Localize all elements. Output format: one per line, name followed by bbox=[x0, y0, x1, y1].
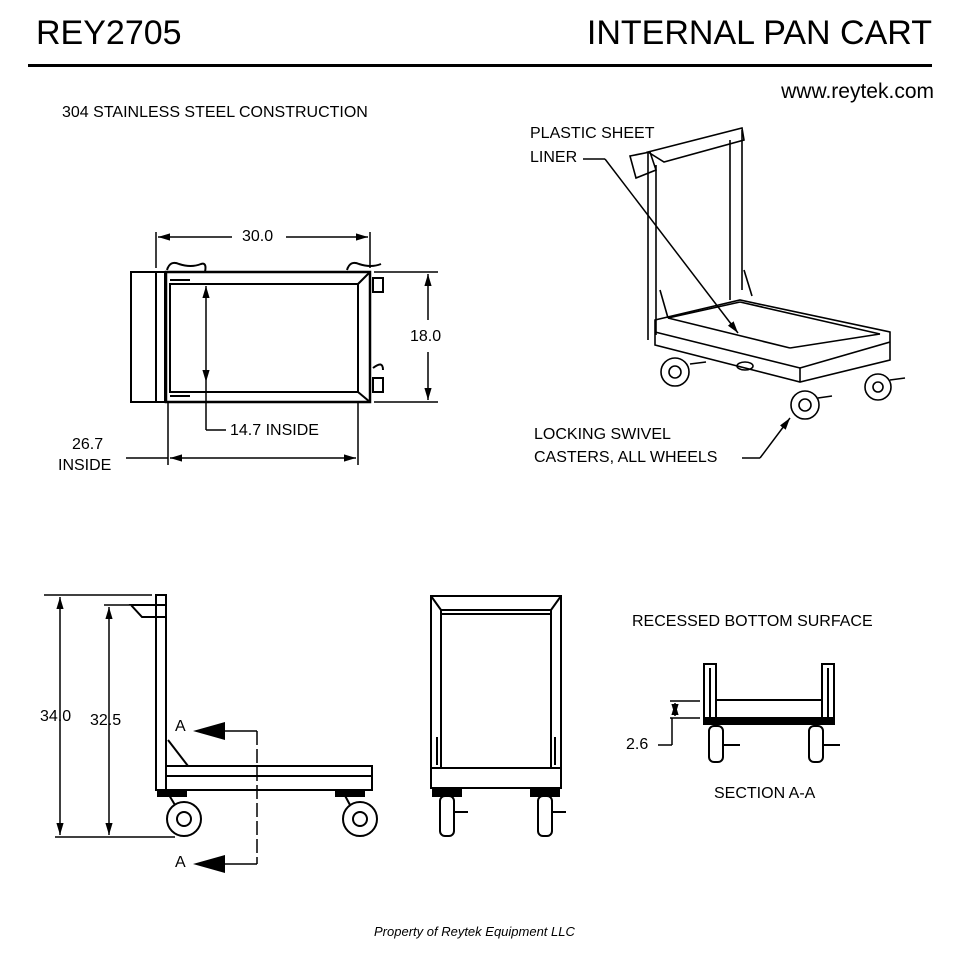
product-title: INTERNAL PAN CART bbox=[586, 14, 932, 52]
liner-callout-line1: PLASTIC SHEET bbox=[530, 125, 655, 142]
website-link[interactable]: www.reytek.com bbox=[781, 80, 934, 103]
dim-recess-depth: 2.6 bbox=[626, 736, 649, 753]
property-notice: Property of Reytek Equipment LLC bbox=[374, 924, 575, 939]
material-note: 304 STAINLESS STEEL CONSTRUCTION bbox=[62, 104, 368, 121]
header-divider bbox=[28, 64, 932, 67]
dim-inside-length-suffix: INSIDE bbox=[58, 457, 112, 474]
liner-callout-line2: LINER bbox=[530, 149, 578, 166]
recessed-bottom-note: RECESSED BOTTOM SURFACE bbox=[632, 613, 873, 630]
section-label: SECTION A-A bbox=[714, 785, 816, 802]
isometric-view bbox=[583, 127, 906, 459]
dim-inside-width: 14.7 INSIDE bbox=[230, 422, 319, 439]
dim-inside-length-value: 26.7 bbox=[72, 436, 104, 453]
top-view bbox=[126, 232, 438, 465]
front-view bbox=[430, 595, 566, 837]
section-marker-bottom: A bbox=[175, 854, 186, 871]
side-view bbox=[44, 594, 378, 873]
dim-overall-height: 34.0 bbox=[40, 708, 72, 725]
dim-handle-height: 32.5 bbox=[90, 712, 122, 729]
model-number: REY2705 bbox=[36, 14, 182, 52]
dim-overall-width: 18.0 bbox=[410, 328, 442, 345]
casters-callout-line1: LOCKING SWIVEL bbox=[534, 426, 671, 443]
casters-callout-line2: CASTERS, ALL WHEELS bbox=[534, 449, 718, 466]
dim-overall-length: 30.0 bbox=[242, 228, 274, 245]
section-marker-top: A bbox=[175, 718, 186, 735]
section-view bbox=[658, 663, 840, 763]
